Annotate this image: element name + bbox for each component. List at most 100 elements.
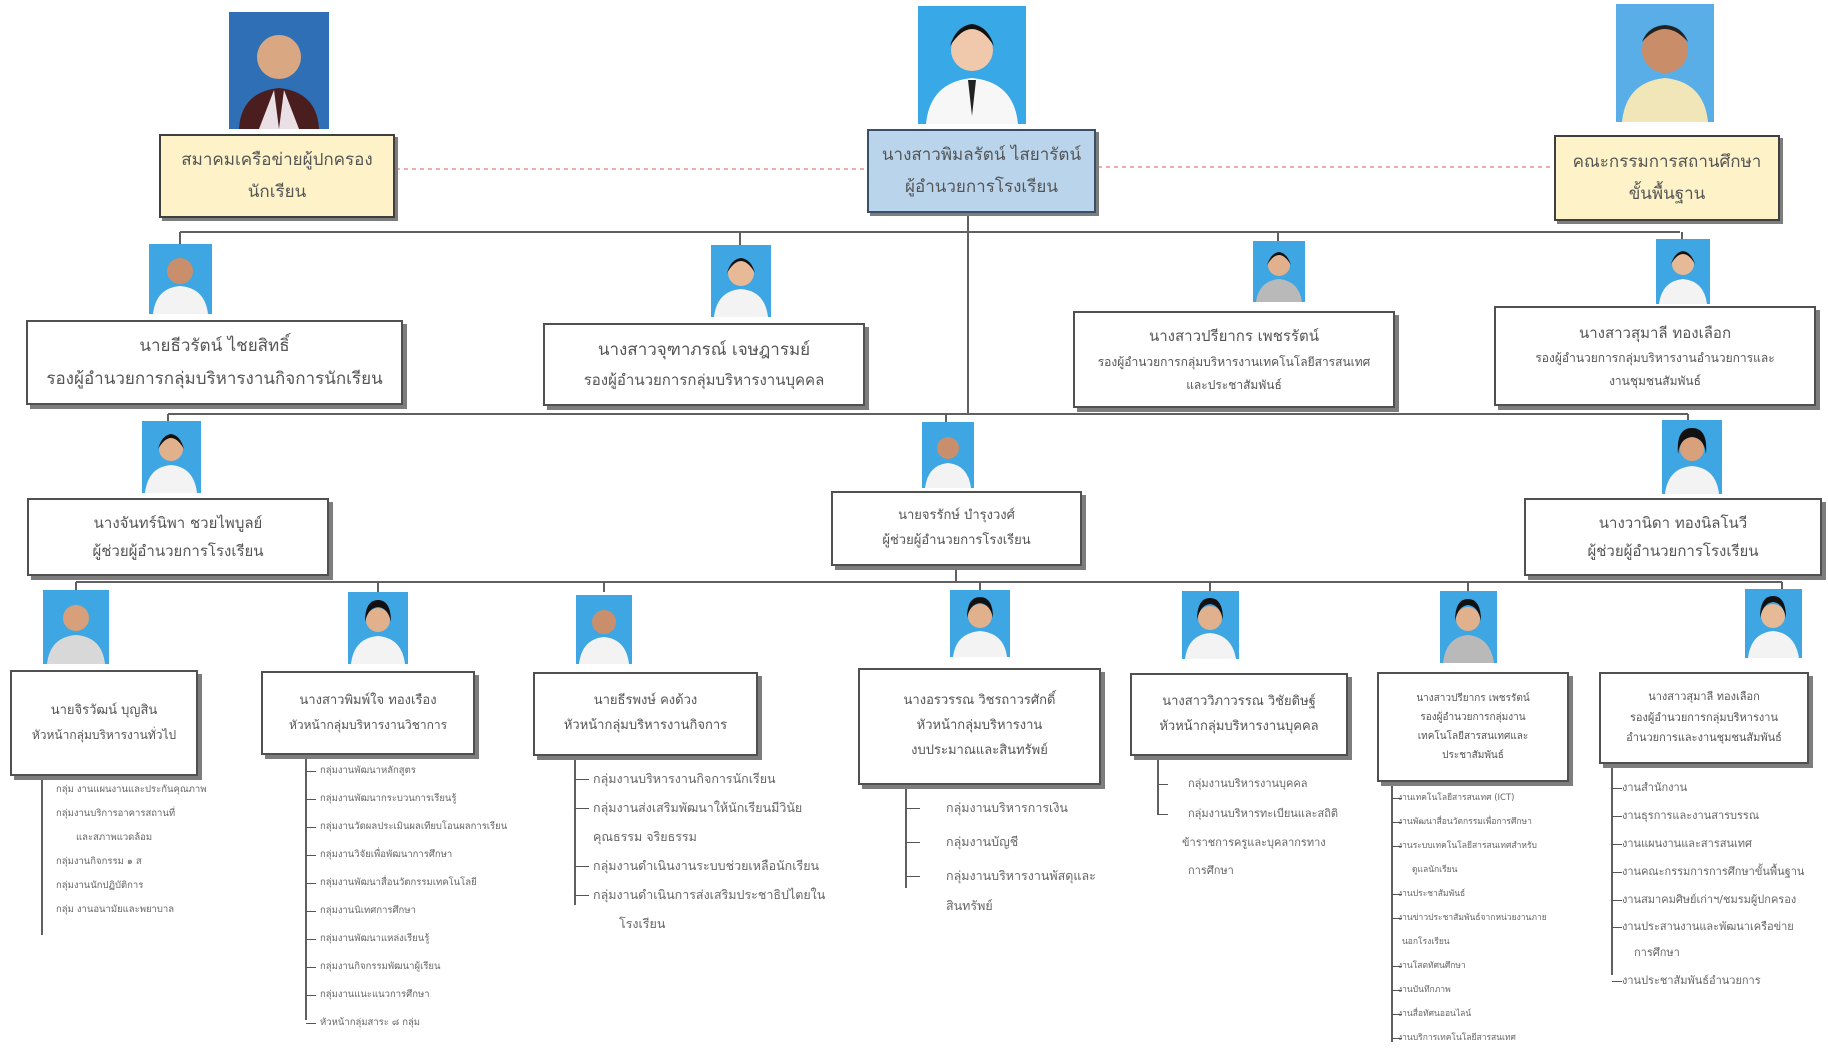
photo-head-7 (1745, 589, 1802, 658)
deputy-3-role2: และประชาสัมพันธ์ (1186, 377, 1282, 392)
task-item: นอกโรงเรียน (1402, 937, 1450, 947)
assistant-2-name: นายจรรักษ์ บำรุงวงศ์ (898, 507, 1015, 523)
parents-network-line2: นักเรียน (247, 182, 307, 202)
task-item: กลุ่มงานบริหารการเงิน (906, 791, 1096, 825)
deputy-3-name: นางสาวปรียากร เพชรรัตน์ (1148, 327, 1319, 346)
task-item: งานประสานงานและพัฒนาเครือข่าย (1612, 914, 1804, 940)
deputy-4-role2: งานชุมชนสัมพันธ์ (1609, 374, 1701, 389)
photo-deputy-4 (1656, 239, 1710, 304)
task-item: กลุ่มงานบริการอาคารสถานที่ (56, 808, 176, 819)
assistant-3-role: ผู้ช่วยผู้อำนวยการโรงเรียน (1587, 542, 1759, 560)
task-item: ดูแลนักเรียน (1412, 865, 1458, 875)
task-item: กลุ่มงานบัญชี (906, 825, 1096, 859)
task-item: กลุ่มงานแนะแนวการศึกษา (306, 981, 507, 1009)
director-role: ผู้อำนวยการโรงเรียน (905, 177, 1058, 197)
head-2-name: นางสาวพิมพ์ใจ ทองเรือง (299, 693, 437, 709)
head-4-task-list: กลุ่มงานบริหารการเงิน กลุ่มงานบัญชี กลุ่… (906, 791, 1096, 919)
deputy-box-4: นางสาวสุมาลี ทองเลือก รองผู้อำนวยการกลุ่… (1494, 306, 1816, 406)
head-7-role2: อำนวยการและงานชุมชนสัมพันธ์ (1626, 731, 1782, 745)
task-item: กลุ่มงานพัฒนาหลักสูตร (306, 757, 507, 785)
task-item: งานประชาสัมพันธ์อำนวยการ (1612, 966, 1804, 996)
task-item: กลุ่มงานวิจัยเพื่อพัฒนาการศึกษา (306, 841, 507, 869)
parents-network-box: สมาคมเครือข่ายผู้ปกครอง นักเรียน (159, 134, 395, 218)
head-1-task-list: กลุ่ม งานแผนงานและประกันคุณภาพ กลุ่มงานบ… (42, 778, 207, 922)
head-1-role: หัวหน้ากลุ่มบริหารงานทั่วไป (31, 727, 177, 742)
head-3-name: นายธีรพงษ์ คงด้วง (593, 693, 698, 709)
task-item: งานสมาคมศิษย์เก่าฯ/ชมรมผู้ปกครอง (1612, 886, 1804, 914)
photo-deputy-3 (1253, 241, 1305, 302)
photo-head-4 (950, 590, 1010, 657)
task-item: กลุ่มงานบริหารงานบุคคล (1158, 768, 1338, 800)
photo-assistant-3 (1662, 420, 1722, 494)
deputy-3-role: รองผู้อำนวยการกลุ่มบริหารงานเทคโนโลยีสาร… (1097, 354, 1371, 369)
task-item: การศึกษา (1188, 864, 1234, 877)
task-item: คุณธรรม จริยธรรม (593, 829, 697, 844)
task-item: งานสื่อทัศนออนไลน์ (1392, 1002, 1547, 1026)
photo-assistant-2 (922, 422, 974, 488)
head-3-role: หัวหน้ากลุ่มบริหารงานกิจการ (563, 718, 728, 733)
deputy-box-2: นางสาวจุฑาภรณ์ เจษฎารมย์ รองผู้อำนวยการก… (543, 323, 865, 406)
head-5-name: นางสาววิภาวรรณ วิชัยดิษฐ์ (1162, 693, 1316, 709)
head-3-task-list: กลุ่มงานบริหารงานกิจการนักเรียน กลุ่มงาน… (575, 764, 825, 938)
head-box-7: นางสาวสุมาลี ทองเลือก รองผู้อำนวยการกลุ่… (1599, 672, 1809, 764)
assistant-3-name: นางวานิดา ทองนิลโนวี (1598, 513, 1748, 532)
task-item: กลุ่มงานบริหารงานกิจการนักเรียน (575, 764, 825, 793)
school-board-line2: ขั้นพื้นฐาน (1628, 184, 1706, 204)
head-6-name: นางสาวปรียากร เพชรรัตน์ (1416, 693, 1530, 704)
assistant-1-role: ผู้ช่วยผู้อำนวยการโรงเรียน (92, 542, 264, 560)
assistant-box-2: นายจรรักษ์ บำรุงวงศ์ ผู้ช่วยผู้อำนวยการโ… (831, 491, 1082, 566)
task-item: กลุ่มงานวัดผลประเมินผลเทียบโอนผลการเรียน (306, 813, 507, 841)
photo-school-board (1616, 4, 1714, 122)
task-item: กลุ่มงานกิจกรรม ๑ ส (56, 856, 142, 867)
task-item: โรงเรียน (619, 916, 666, 931)
task-item: กลุ่มงานนักปฏิบัติการ (56, 880, 144, 891)
school-board-box: คณะกรรมการสถานศึกษา ขั้นพื้นฐาน (1554, 135, 1780, 221)
head-2-role: หัวหน้ากลุ่มบริหารงานวิชาการ (288, 717, 448, 732)
assistant-2-role: ผู้ช่วยผู้อำนวยการโรงเรียน (882, 532, 1031, 548)
task-item: งานระบบเทคโนโลยีสารสนเทศสำหรับ (1392, 834, 1547, 858)
deputy-2-role: รองผู้อำนวยการกลุ่มบริหารงานบุคคล (583, 371, 825, 390)
task-item: งานสำนักงาน (1612, 774, 1804, 802)
head-1-name: นายจิรวัฒน์ บุญสิน (50, 703, 158, 719)
head-box-3: นายธีรพงษ์ คงด้วง หัวหน้ากลุ่มบริหารงานก… (533, 672, 758, 756)
photo-deputy-2 (711, 245, 771, 317)
assistant-box-1: นางจันทร์นิพา ชวยไพบูลย์ ผู้ช่วยผู้อำนวย… (27, 498, 329, 576)
head-4-role: หัวหน้ากลุ่มบริหารงาน (916, 718, 1043, 734)
task-item: งานเทคโนโลยีสารสนเทศ (ICT) (1392, 786, 1547, 810)
deputy-4-role: รองผู้อำนวยการกลุ่มบริหารงานอำนวยการและ (1535, 351, 1775, 366)
head-5-role: หัวหน้ากลุ่มบริหารงานบุคคล (1159, 718, 1319, 734)
photo-head-6 (1440, 591, 1497, 663)
task-item: งานข่าวประชาสัมพันธ์จากหน่วยงานภาย (1392, 906, 1547, 930)
task-item: การศึกษา (1634, 946, 1680, 959)
head-7-task-list: งานสำนักงาน งานธุรการและงานสารบรรณ งานแผ… (1612, 774, 1804, 996)
head-6-role2: เทคโนโลยีสารสนเทศและ (1417, 731, 1529, 742)
photo-head-3 (576, 595, 632, 664)
head-4-role2: งบประมาณและสินทรัพย์ (911, 742, 1048, 758)
photo-head-5 (1182, 591, 1239, 659)
head-4-name: นางอรวรรณ วิชรถาวรศักดิ์ (903, 693, 1056, 709)
task-item: กลุ่มงานบริหารทะเบียนและสถิติ (1158, 800, 1338, 828)
task-item: งานประชาสัมพันธ์ (1392, 882, 1547, 906)
task-item: กลุ่มงานพัฒนาแหล่งเรียนรู้ (306, 925, 507, 953)
task-item: กลุ่มงานบริหารงานพัสดุและ (906, 859, 1096, 893)
deputy-4-name: นางสาวสุมาลี ทองเลือก (1578, 323, 1732, 342)
photo-head-2 (348, 592, 408, 664)
head-5-task-list: กลุ่มงานบริหารงานบุคคล กลุ่มงานบริหารทะเ… (1158, 768, 1338, 884)
head-7-name: นางสาวสุมาลี ทองเลือก (1648, 689, 1760, 703)
assistant-box-3: นางวานิดา ทองนิลโนวี ผู้ช่วยผู้อำนวยการโ… (1524, 498, 1822, 576)
photo-parents-network (229, 12, 329, 129)
task-item: กลุ่มงานพัฒนากระบวนการเรียนรู้ (306, 785, 507, 813)
deputy-box-3: นางสาวปรียากร เพชรรัตน์ รองผู้อำนวยการกล… (1073, 311, 1395, 408)
photo-director (918, 6, 1026, 124)
head-box-6: นางสาวปรียากร เพชรรัตน์ รองผู้อำนวยการกล… (1377, 672, 1569, 782)
deputy-2-name: นางสาวจุฑาภรณ์ เจษฎารมย์ (597, 340, 811, 361)
photo-deputy-1 (149, 244, 212, 314)
task-item: งานแผนงานและสารสนเทศ (1612, 830, 1804, 858)
director-box: นางสาวพิมลรัตน์ ไสยารัตน์ ผู้อำนวยการโรง… (867, 129, 1096, 213)
task-item: กลุ่ม งานแผนงานและประกันคุณภาพ (56, 784, 207, 795)
photo-assistant-1 (142, 421, 201, 493)
head-box-2: นางสาวพิมพ์ใจ ทองเรือง หัวหน้ากลุ่มบริหา… (261, 671, 475, 755)
task-item: กลุ่มงานดำเนินงานระบบช่วยเหลือนักเรียน (575, 851, 825, 880)
task-item: กลุ่มงานนิเทศการศึกษา (306, 897, 507, 925)
head-2-task-list: กลุ่มงานพัฒนาหลักสูตร กลุ่มงานพัฒนากระบว… (306, 757, 507, 1037)
